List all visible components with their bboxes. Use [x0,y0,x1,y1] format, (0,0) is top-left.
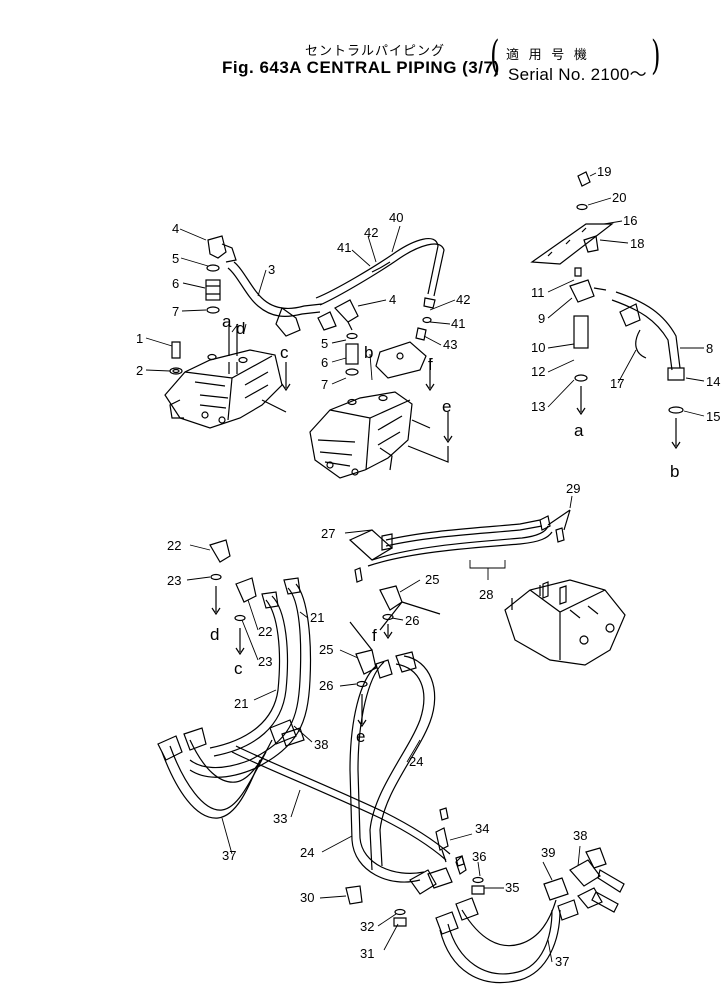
callout-4: 4 [172,221,179,236]
callout-32: 32 [360,919,374,934]
callout-17: 17 [610,376,624,391]
lower-center-fittings [345,807,485,927]
connection-letter-b: b [364,343,373,362]
callout-25: 25 [425,572,439,587]
callout-14: 14 [706,374,720,389]
callout-24: 24 [409,754,423,769]
connection-letter-f: f [372,626,377,645]
callout-10: 10 [531,340,545,355]
right-paren: ) [651,33,661,79]
callout-9: 9 [538,311,545,326]
middle-fittings [334,299,432,379]
connection-letter-f: f [428,355,433,374]
callout-36: 36 [472,849,486,864]
hose-37-right [435,847,625,984]
callout-18: 18 [630,236,644,251]
callout-41: 41 [451,316,465,331]
callout-21: 21 [234,696,248,711]
connection-letter-a: a [222,312,232,331]
connection-letter-c: c [234,659,243,678]
callout-23: 23 [258,654,272,669]
connection-letter-e: e [356,727,365,746]
callout-7: 7 [321,377,328,392]
callout-42: 42 [364,225,378,240]
callout-2: 2 [136,363,143,378]
callout-38: 38 [573,828,587,843]
japanese-title: セントラルパイピング [305,43,446,58]
callout-12: 12 [531,364,545,379]
callout-19: 19 [597,164,611,179]
connection-letter-e: e [442,397,451,416]
callout-5: 5 [172,251,179,266]
figure-title: Fig. 643A CENTRAL PIPING (3/7) [222,58,500,77]
serial-range: Serial No. 2100～ [508,65,647,84]
pipe-33 [231,745,451,861]
pipe-40 [315,237,445,309]
pipe-3 [227,261,337,337]
lower-right-valve [504,579,626,666]
callout-16: 16 [623,213,637,228]
callout-11: 11 [531,285,545,300]
callout-43: 43 [443,337,457,352]
connection-letter-a: a [574,421,584,440]
callout-35: 35 [505,880,519,895]
callout-1: 1 [136,331,143,346]
hoses-27-28-29 [348,509,571,583]
callout-30: 30 [300,890,314,905]
connection-arrows-upper [261,358,453,463]
leader-lines [145,172,705,963]
fittings-22-23 [209,539,257,656]
callout-31: 31 [360,946,374,961]
callout-41: 41 [337,240,351,255]
callout-4: 4 [389,292,396,307]
callout-38: 38 [314,737,328,752]
connection-letters: a d c b f e a b d c f e [210,312,679,746]
callout-34: 34 [475,821,489,836]
callout-22: 22 [167,538,181,553]
callout-40: 40 [389,210,403,225]
callout-33: 33 [273,811,287,826]
callout-numbers: 4 5 6 7 1 2 3 40 42 41 4 5 6 7 42 41 43 … [136,164,720,969]
elbow-25-26 [349,585,441,728]
right-valve-block [309,391,413,479]
serial-japanese-label: 適 用 号 機 [506,47,590,62]
callout-26: 26 [405,613,419,628]
callout-3: 3 [268,262,275,277]
upper-right-assembly [530,171,685,450]
callout-5: 5 [321,336,328,351]
callout-39: 39 [541,845,555,860]
callout-23: 23 [167,573,181,588]
left-paren: ( [490,33,500,79]
callout-7: 7 [172,304,179,319]
callout-37: 37 [222,848,236,863]
callout-42: 42 [456,292,470,307]
connection-letter-d: d [236,319,245,338]
callout-20: 20 [612,190,626,205]
callout-29: 29 [566,481,580,496]
callout-25: 25 [319,642,333,657]
callout-37: 37 [555,954,569,969]
drawing-lines [145,171,705,984]
connection-letter-d: d [210,625,219,644]
callout-6: 6 [172,276,179,291]
pipes-24 [349,651,436,883]
hose-37-left [157,719,305,819]
connection-letter-c: c [280,343,289,362]
callout-21: 21 [310,610,324,625]
callout-22: 22 [258,624,272,639]
left-valve-block [164,349,283,429]
callout-27: 27 [321,526,335,541]
callout-13: 13 [531,399,545,414]
callout-6: 6 [321,355,328,370]
callout-26: 26 [319,678,333,693]
callout-28: 28 [479,587,493,602]
callout-15: 15 [706,409,720,424]
callout-8: 8 [706,341,713,356]
upper-left-fittings [169,235,238,375]
callout-24: 24 [300,845,314,860]
connection-letter-b: b [670,462,679,481]
